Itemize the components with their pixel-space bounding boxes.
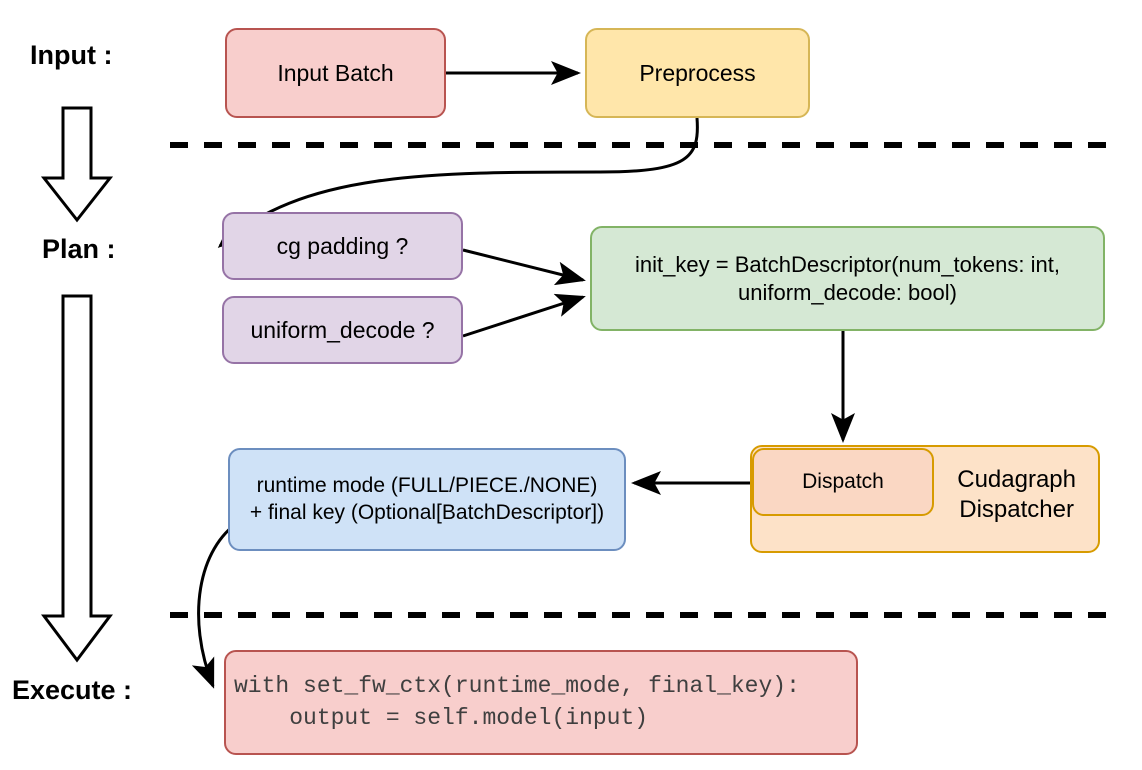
- node-dispatch-label: Dispatch: [802, 469, 884, 493]
- node-exec-code-line1: with set_fw_ctx(runtime_mode, final_key)…: [234, 673, 800, 700]
- node-exec-code-line2: output = self.model(input): [234, 704, 649, 731]
- node-input-batch[interactable]: Input Batch: [225, 28, 446, 118]
- stage-label-execute: Execute :: [12, 675, 133, 705]
- node-dispatch[interactable]: Dispatch: [752, 448, 934, 516]
- node-runtime-mode-line2: + final key (Optional[BatchDescriptor]): [249, 500, 605, 524]
- input-to-plan-arrow: [40, 106, 114, 223]
- edge-cg-padding-to-init-key: [462, 248, 586, 286]
- node-runtime-mode[interactable]: runtime mode (FULL/PIECE./NONE) + final …: [228, 448, 626, 551]
- node-runtime-mode-text: runtime mode (FULL/PIECE./NONE) + final …: [250, 473, 604, 526]
- node-cudagraph-dispatcher-line2: Dispatcher: [959, 496, 1074, 523]
- node-init-key-text: init_key = BatchDescriptor(num_tokens: i…: [635, 251, 1060, 306]
- plan-to-execute-arrow: [41, 294, 113, 663]
- node-init-key-line1: init_key = BatchDescriptor(num_tokens: i…: [635, 252, 1060, 277]
- node-uniform-decode[interactable]: uniform_decode ?: [222, 296, 463, 364]
- node-runtime-mode-line1: runtime mode (FULL/PIECE./NONE): [256, 474, 598, 498]
- node-cudagraph-dispatcher-text: Cudagraph Dispatcher: [957, 465, 1076, 525]
- node-cg-padding-label: cg padding ?: [276, 232, 409, 259]
- node-init-key[interactable]: init_key = BatchDescriptor(num_tokens: i…: [590, 226, 1105, 331]
- node-cg-padding[interactable]: cg padding ?: [222, 212, 463, 280]
- node-uniform-decode-label: uniform_decode ?: [250, 316, 435, 343]
- node-exec-code[interactable]: with set_fw_ctx(runtime_mode, final_key)…: [224, 650, 858, 755]
- node-preprocess-label: Preprocess: [639, 59, 756, 86]
- stage-label-input: Input :: [30, 40, 113, 70]
- stage-label-plan: Plan :: [42, 234, 116, 264]
- node-init-key-line2: uniform_decode: bool): [738, 279, 957, 305]
- node-input-batch-label: Input Batch: [277, 59, 394, 86]
- edge-uniform-decode-to-init-key: [462, 293, 586, 338]
- node-exec-code-text: with set_fw_ctx(runtime_mode, final_key)…: [234, 671, 800, 733]
- node-preprocess[interactable]: Preprocess: [585, 28, 810, 118]
- node-cudagraph-dispatcher-line1: Cudagraph: [957, 466, 1076, 493]
